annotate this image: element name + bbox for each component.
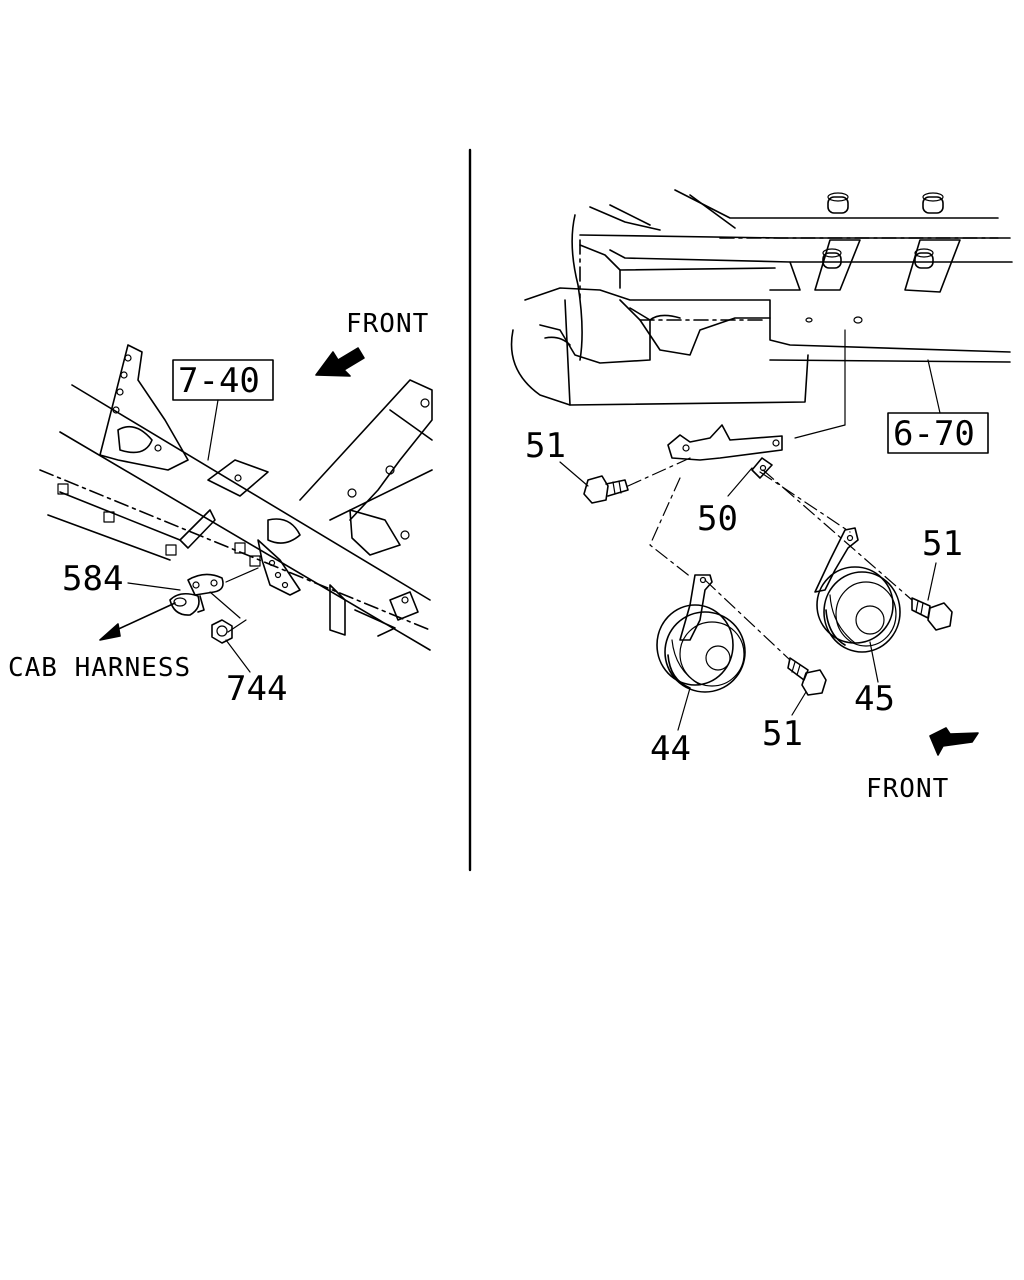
front-arrow-icon [315,347,365,377]
frame-pins [57,483,261,567]
callout-584: 584 [62,559,123,599]
connector-584 [169,567,259,619]
vehicle-front-structure [510,189,1013,406]
callout-51-upper: 51 [525,426,566,466]
horn-44 [656,574,746,693]
front-label: FRONT [346,309,429,339]
chassis-frame [39,344,433,651]
left-panel: 7-40 FRONT 584 744 [8,309,433,709]
bolt-51-lower [787,657,827,696]
callout-51-lower: 51 [762,714,803,754]
callout-744: 744 [226,669,287,709]
callout-44: 44 [650,729,691,769]
arrow-icon [99,602,176,641]
bolt-51-upper-left [583,475,629,504]
ref-box-7-40 [172,359,274,401]
cab-harness-label: CAB HARNESS [8,653,191,683]
callout-45: 45 [854,679,895,719]
front-arrow-icon [929,727,979,756]
ref-box-7-40-label: 7-40 [178,361,260,401]
nut-744 [211,619,233,644]
bolt-51-right [911,597,953,631]
ref-box-6-70-label: 6-70 [893,414,975,454]
right-panel: 6-70 [510,189,1013,804]
bracket-50 [667,424,783,479]
front-label: FRONT [866,774,949,804]
horn-45 [814,527,901,653]
ref-box-6-70 [887,412,989,454]
callout-50: 50 [697,499,738,539]
callout-51-right: 51 [922,524,963,564]
